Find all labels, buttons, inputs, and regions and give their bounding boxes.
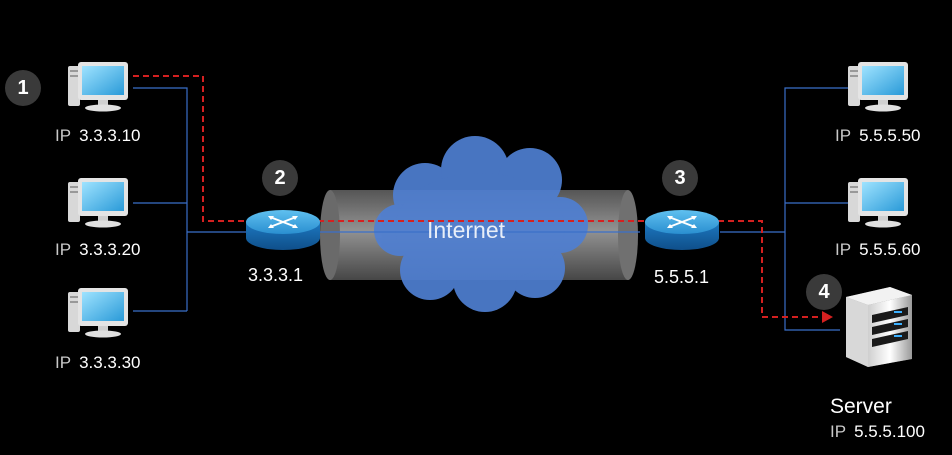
packet-path [133,75,822,318]
router-ip-label: 5.5.5.1 [654,267,710,287]
ip-address: 3.3.3.10 [79,126,141,145]
ip-prefix: IP [830,422,847,441]
step-badge-1: 1 [5,70,41,106]
ip-address: 5.5.5.100 [854,422,925,441]
pc-icon-2[interactable] [68,178,128,228]
server-ip-label: IP 5.5.5.100 [830,422,925,442]
internet-cloud [374,136,588,312]
ip-prefix: IP [835,240,852,259]
packet-path-arrowhead [822,311,833,323]
ip-address: 5.5.5.50 [859,126,921,145]
router-ip-label: 3.3.3.1 [248,265,304,285]
step-badge-4: 4 [806,274,842,310]
host-ip-label: IP 3.3.3.20 [55,240,141,260]
host-ip-label: IP 5.5.5.50 [835,126,921,146]
step-badge-2: 2 [262,160,298,196]
pc-icon-5[interactable] [848,178,908,228]
left-links [133,87,640,312]
right-links [720,87,848,331]
host-ip-label: IP 3.3.3.10 [55,126,141,146]
ip-address: 5.5.5.60 [859,240,921,259]
router-icon-2[interactable] [645,210,719,250]
router-icon-1[interactable] [246,210,320,250]
server-icon[interactable] [846,287,912,367]
ip-prefix: IP [835,126,852,145]
pc-icon-3[interactable] [68,288,128,338]
step-badge-3: 3 [662,160,698,196]
ip-prefix: IP [55,240,72,259]
pc-icon-4[interactable] [848,62,908,112]
ip-prefix: IP [55,126,72,145]
ip-prefix: IP [55,353,72,372]
ip-address: 3.3.3.20 [79,240,141,259]
server-name: Server [830,395,892,418]
host-ip-label: IP 5.5.5.60 [835,240,921,260]
host-ip-label: IP 3.3.3.30 [55,353,141,373]
ip-address: 3.3.3.30 [79,353,141,372]
internet-label: Internet [427,217,505,243]
pc-icon-1[interactable] [68,62,128,112]
